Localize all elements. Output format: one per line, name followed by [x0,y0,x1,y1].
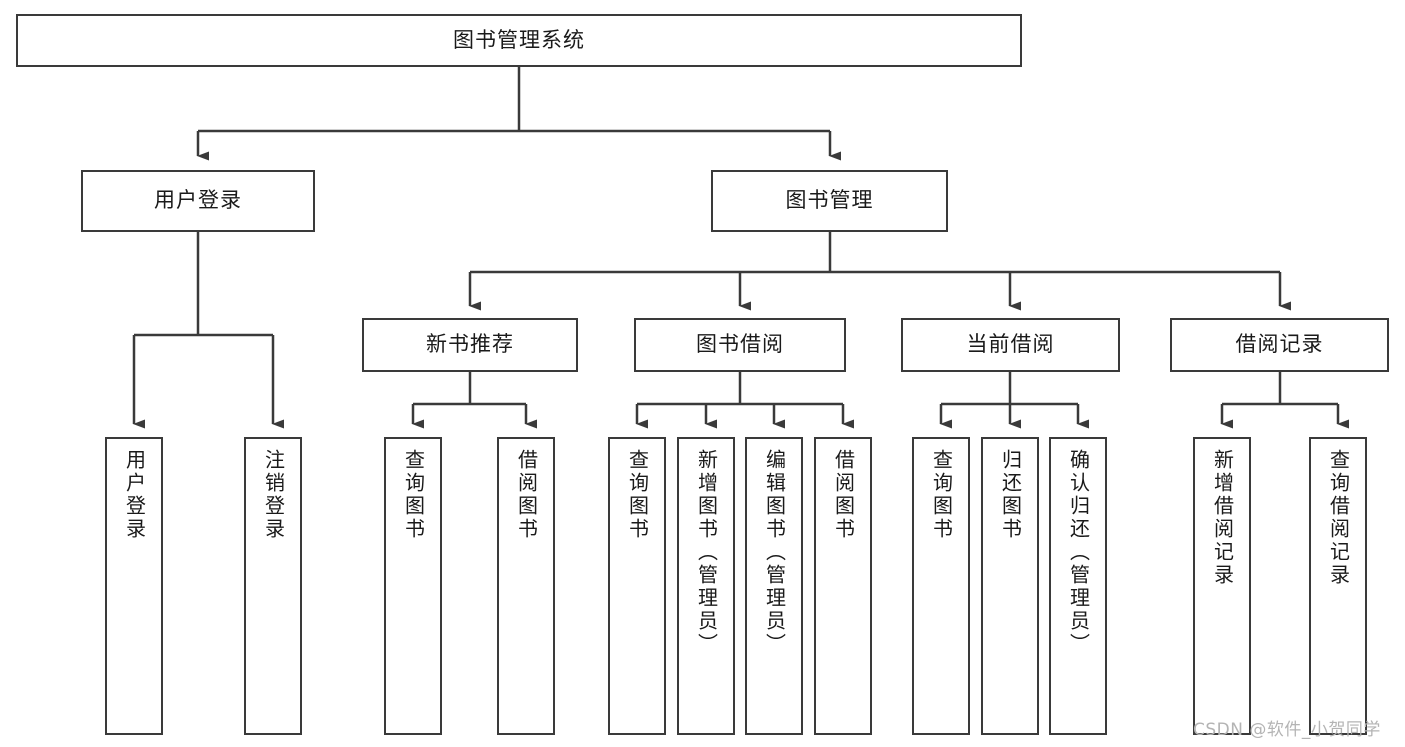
node-leaf-query-book-recommend[interactable]: 查询图书 [384,437,442,735]
node-label: 新增图书（管理员） [694,449,719,656]
node-label: 用户登录 [122,449,147,541]
node-new-book-recommend[interactable]: 新书推荐 [362,318,578,372]
node-leaf-add-borrow-record[interactable]: 新增借阅记录 [1193,437,1251,735]
node-root-system[interactable]: 图书管理系统 [16,14,1022,67]
node-leaf-edit-book[interactable]: 编辑图书（管理员） [745,437,803,735]
node-borrow-record[interactable]: 借阅记录 [1170,318,1389,372]
node-label: 图书借阅 [696,332,784,357]
node-leaf-return-book[interactable]: 归还图书 [981,437,1039,735]
node-leaf-user-login[interactable]: 用户登录 [105,437,163,735]
node-label: 当前借阅 [966,332,1055,357]
node-label: 查询图书 [625,449,650,541]
node-book-management[interactable]: 图书管理 [711,170,948,232]
node-leaf-add-book[interactable]: 新增图书（管理员） [677,437,735,735]
node-label: 用户登录 [154,188,242,213]
node-label: 借阅图书 [831,449,856,541]
node-leaf-query-book-borrow[interactable]: 查询图书 [608,437,666,735]
node-leaf-user-logout[interactable]: 注销登录 [244,437,302,735]
node-label: 新书推荐 [426,332,514,357]
node-label: 查询借阅记录 [1326,449,1351,587]
node-leaf-confirm-return[interactable]: 确认归还（管理员） [1049,437,1107,735]
node-leaf-borrow-book[interactable]: 借阅图书 [814,437,872,735]
node-leaf-query-borrow-record[interactable]: 查询借阅记录 [1309,437,1367,735]
node-label: 归还图书 [998,449,1023,541]
node-current-borrow[interactable]: 当前借阅 [901,318,1120,372]
node-label: 图书管理 [785,188,874,213]
node-label: 查询图书 [401,449,426,541]
node-leaf-borrow-book-recommend[interactable]: 借阅图书 [497,437,555,735]
node-user-login[interactable]: 用户登录 [81,170,315,232]
node-label: 注销登录 [261,449,286,541]
node-label: 借阅记录 [1235,332,1324,357]
node-label: 借阅图书 [514,449,539,541]
node-label: 查询图书 [929,449,954,541]
node-label: 图书管理系统 [453,27,585,52]
node-label: 新增借阅记录 [1210,449,1235,587]
node-label: 确认归还（管理员） [1066,449,1091,656]
node-leaf-query-book-current[interactable]: 查询图书 [912,437,970,735]
watermark-text: CSDN @软件_小贺同学 [1193,720,1381,740]
node-label: 编辑图书（管理员） [762,449,787,656]
node-book-borrow[interactable]: 图书借阅 [634,318,846,372]
